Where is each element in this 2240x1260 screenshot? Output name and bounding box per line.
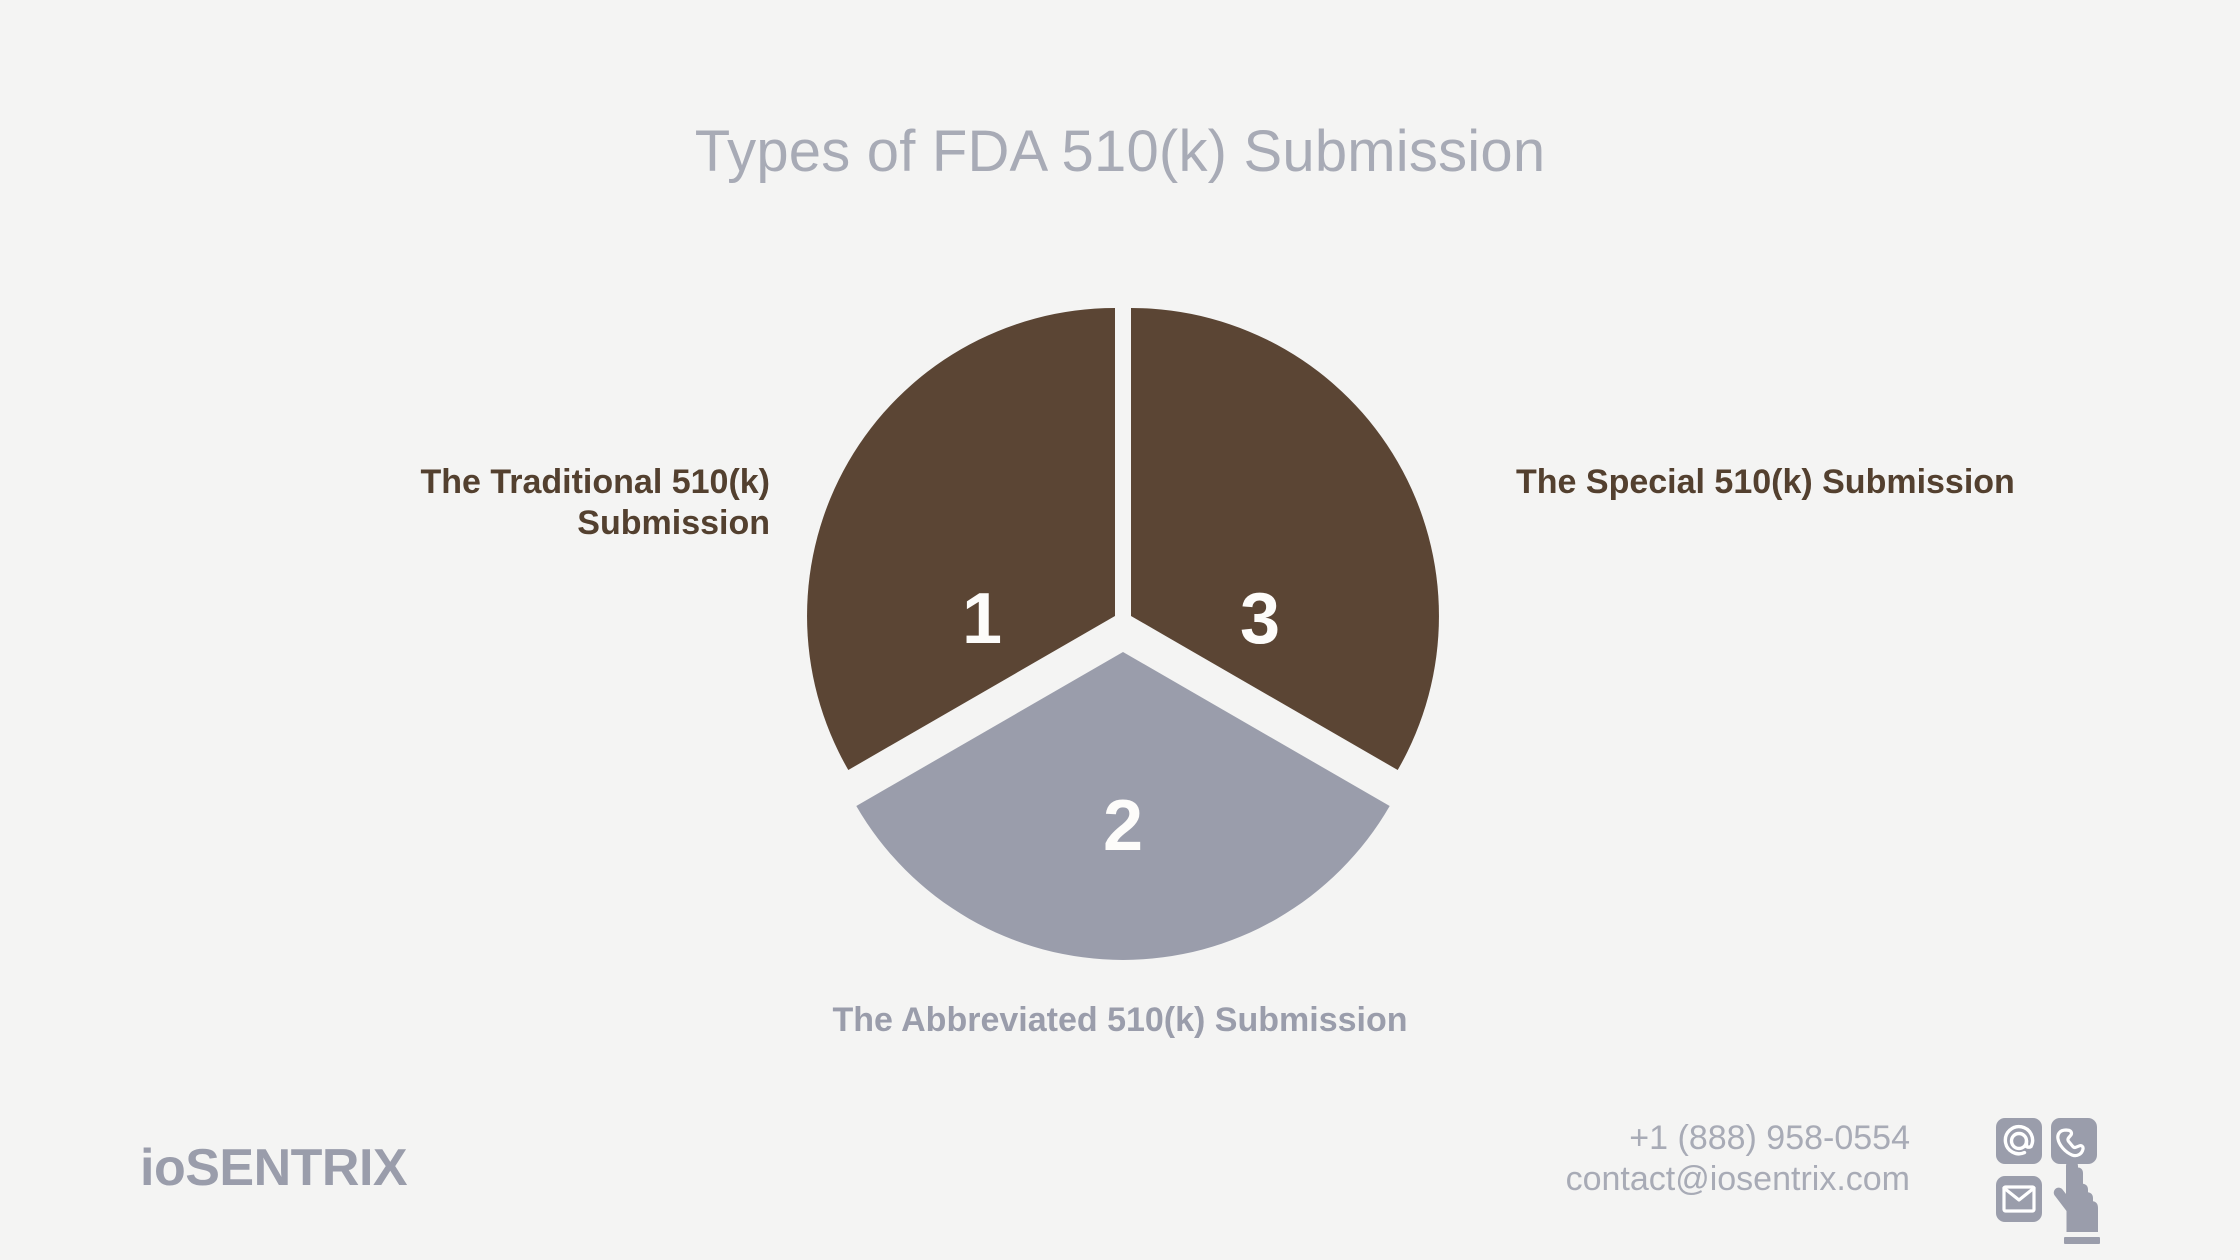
brand-logo: ioSENTRIX bbox=[140, 1139, 408, 1197]
pie-slice-3[interactable]: 3 bbox=[1131, 308, 1439, 770]
envelope-icon[interactable] bbox=[1996, 1176, 2042, 1222]
contact-email[interactable]: contact@iosentrix.com bbox=[1565, 1159, 1910, 1198]
pie-slice-1[interactable]: 1 bbox=[807, 308, 1115, 770]
pie-slice-3-number: 3 bbox=[1240, 579, 1280, 659]
page-title: Types of FDA 510(k) Submission bbox=[694, 119, 1546, 184]
contact-block: +1 (888) 958-0554 contact@iosentrix.com bbox=[1390, 1118, 1910, 1200]
pie-label-traditional: The Traditional 510(k) Submission bbox=[420, 463, 770, 543]
pie-slice-3-wedge[interactable] bbox=[1131, 308, 1439, 770]
pointing-hand-icon bbox=[2053, 1160, 2100, 1244]
pie-slice-2[interactable]: 2 bbox=[856, 652, 1390, 960]
pie-slice-2-number: 2 bbox=[1103, 786, 1143, 866]
pie-slice-2-wedge[interactable] bbox=[856, 652, 1390, 960]
pie-label-special: The Special 510(k) Submission bbox=[1516, 463, 2015, 501]
pie-slice-1-number: 1 bbox=[962, 579, 1002, 659]
pie-chart-svg: 1 3 2 bbox=[807, 308, 1439, 960]
pie-chart: 1 3 2 bbox=[760, 264, 1480, 984]
pie-slice-1-wedge[interactable] bbox=[807, 308, 1115, 770]
phone-icon[interactable] bbox=[2051, 1118, 2097, 1164]
contact-icons bbox=[1994, 1116, 2144, 1246]
contact-phone[interactable]: +1 (888) 958-0554 bbox=[1629, 1119, 1910, 1157]
pie-label-abbreviated: The Abbreviated 510(k) Submission bbox=[832, 1001, 1408, 1039]
at-sign-icon[interactable] bbox=[1996, 1118, 2042, 1164]
